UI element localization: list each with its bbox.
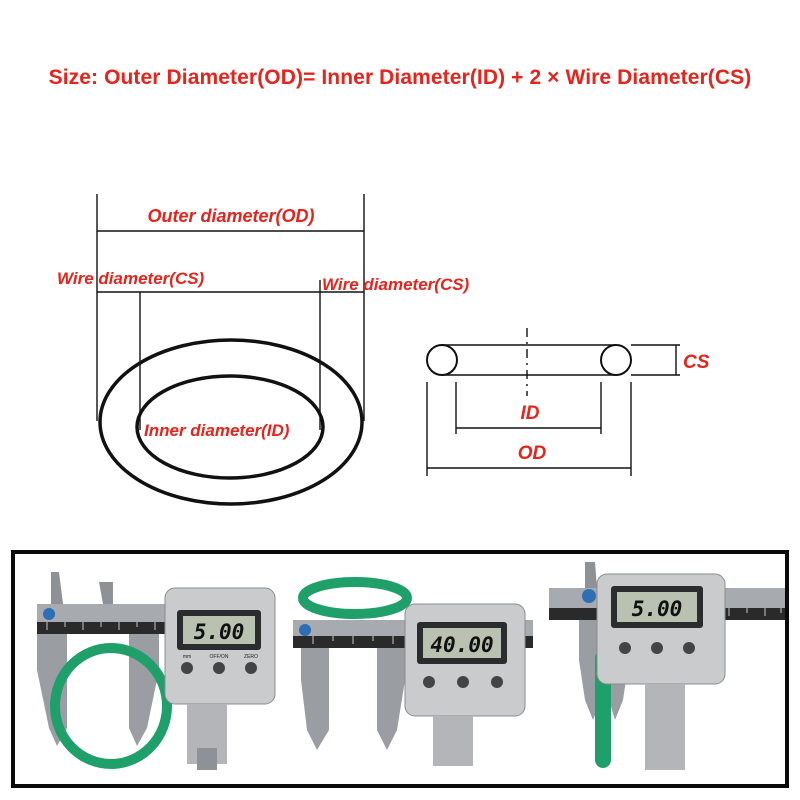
button-label-mm: mm — [183, 654, 191, 660]
od-label: OD — [518, 443, 547, 464]
wire-diameter-right-label: Wire diameter(CS) — [322, 275, 470, 294]
button-label-onoff: OFF/ON — [210, 654, 229, 660]
inner-ring-ellipse — [135, 374, 325, 480]
green-o-ring — [50, 643, 172, 769]
photo-wire-measure-2: 5.00 — [549, 560, 785, 780]
button-label-zero: ZERO — [244, 654, 258, 660]
outer-diameter-label: Outer diameter(OD) — [147, 206, 314, 226]
inner-diameter-label: Inner diameter(ID) — [144, 421, 290, 440]
o-ring-diagram: Outer diameter(OD) Wire diameter(CS) Wir… — [57, 194, 710, 506]
photo-wire-measure-1: 5.00 mm OFF/ON ZERO — [37, 560, 277, 780]
id-label: ID — [521, 403, 540, 424]
ring-front-view — [96, 194, 365, 506]
section-circle-left — [426, 344, 458, 376]
caliper-reading-2: 40.00 — [430, 633, 493, 657]
photo-outer-measure: 40.00 — [293, 560, 533, 780]
green-o-ring — [298, 577, 412, 619]
size-formula: Size: Outer Diameter(OD)= Inner Diameter… — [48, 66, 752, 89]
wire-diameter-left-label: Wire diameter(CS) — [57, 269, 205, 288]
caliper-reading-3: 5.00 — [632, 597, 683, 621]
measurement-photos: 5.00 mm OFF/ON ZERO — [11, 550, 789, 788]
section-circle-right — [600, 344, 632, 376]
outer-ring-ellipse — [98, 338, 364, 506]
caliper-reading-1: 5.00 — [194, 620, 245, 644]
ring-section-view — [426, 328, 680, 476]
cs-label: CS — [683, 352, 710, 373]
